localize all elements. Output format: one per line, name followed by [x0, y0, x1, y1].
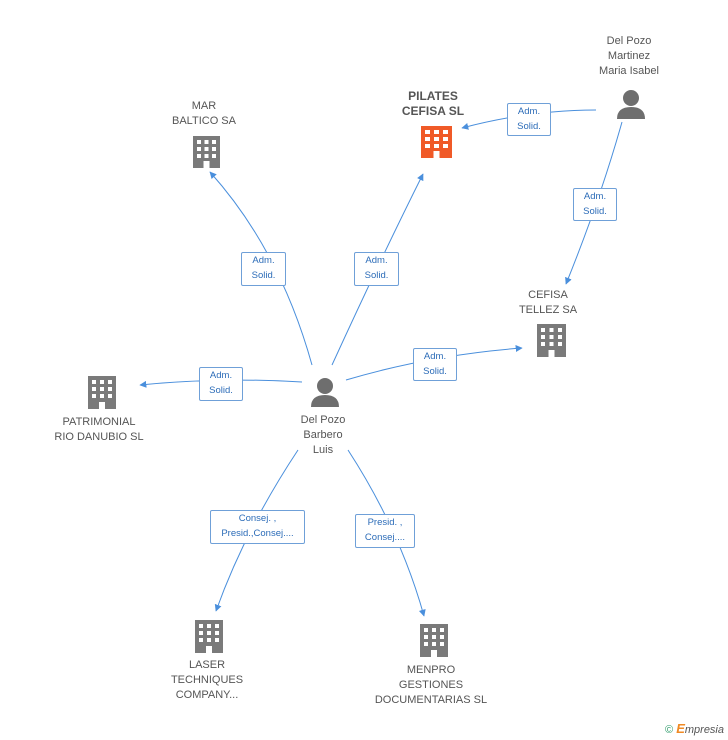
node-label-pilates-cefisa[interactable]: PILATES CEFISA SL — [401, 89, 465, 118]
brand-footer: © Empresia — [665, 721, 724, 736]
building-icon[interactable] — [88, 376, 116, 409]
edge-label-barbero-laser[interactable]: Consej. , Presid.,Consej.... — [210, 510, 305, 544]
person-icon[interactable] — [311, 378, 339, 407]
edge-label-barbero-cefisa[interactable]: Adm. Solid. — [413, 348, 457, 381]
building-icon[interactable] — [195, 620, 223, 653]
person-icon[interactable] — [617, 90, 645, 119]
node-label-menpro[interactable]: MENPRO GESTIONES DOCUMENTARIAS SL — [374, 664, 488, 706]
edge-label-martinez-cefisa[interactable]: Adm. Solid. — [573, 188, 617, 221]
node-label-del-pozo-martinez[interactable]: Del Pozo Martinez Maria Isabel — [599, 35, 659, 77]
edge-label-barbero-menpro[interactable]: Presid. , Consej.... — [355, 514, 415, 548]
copyright-symbol: © — [665, 724, 674, 736]
node-label-mar-baltico[interactable]: MAR BALTICO SA — [172, 100, 236, 127]
edge-label-barbero-mar[interactable]: Adm. Solid. — [241, 252, 286, 286]
node-label-del-pozo-barbero[interactable]: Del Pozo Barbero Luis — [300, 414, 346, 456]
building-icon[interactable] — [193, 136, 220, 168]
brand-initial: E — [676, 721, 685, 736]
building-icon[interactable] — [420, 624, 448, 657]
node-label-patrimonial[interactable]: PATRIMONIAL RIO DANUBIO SL — [54, 416, 144, 443]
edge-label-barbero-patrimonial[interactable]: Adm. Solid. — [199, 367, 243, 401]
node-label-cefisa-tellez[interactable]: CEFISA TELLEZ SA — [518, 289, 578, 316]
edge-label-martinez-pilates[interactable]: Adm. Solid. — [507, 103, 551, 136]
node-label-laser[interactable]: LASER TECHNIQUES COMPANY... — [170, 659, 244, 701]
building-icon[interactable] — [537, 324, 566, 357]
building-icon[interactable] — [421, 126, 452, 158]
brand-name: mpresia — [684, 724, 724, 736]
edge-label-barbero-pilates[interactable]: Adm. Solid. — [354, 252, 399, 286]
